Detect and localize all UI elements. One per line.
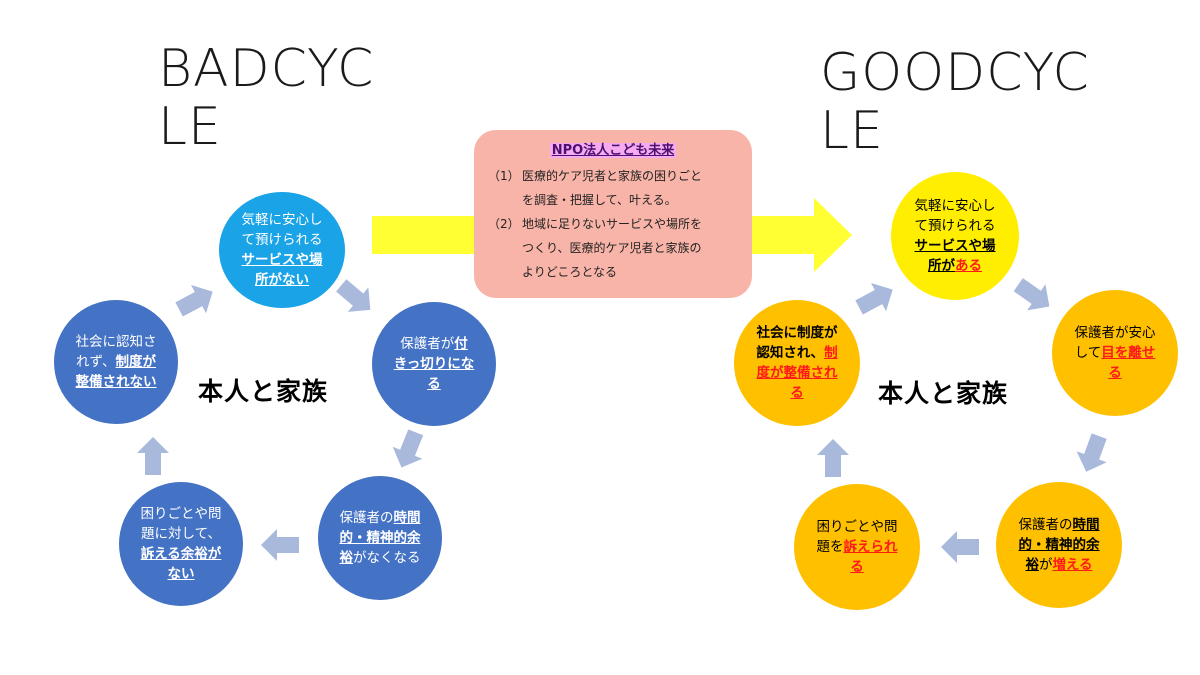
good-cycle-node-5: 社会に制度が 認知され、制 度が整備され る xyxy=(734,300,860,426)
npo-item-1: （1） 医療的ケア児者と家族の困りごと xyxy=(488,169,703,183)
good-arrow-1-to-2 xyxy=(1013,278,1050,311)
bad-arrow-1-to-2 xyxy=(336,279,371,312)
good-arrow-2-to-3 xyxy=(1076,433,1107,472)
good-cycle-title-line1: GOODCYC xyxy=(820,43,1090,103)
bad-cycle-center-label: 本人と家族 xyxy=(198,377,329,406)
good-cycle-node-3: 保護者の時間 的・精神的余 裕が増える xyxy=(996,482,1122,608)
good-cycle-node-2: 保護者が安心 して目を離せ る xyxy=(1052,290,1178,416)
bad-arrow-4-to-5 xyxy=(137,437,169,475)
bad-cycle-node-2: 保護者が付 きっ切りにな る xyxy=(372,302,496,426)
good-arrow-3-to-4 xyxy=(941,531,979,563)
bad-cycle-node-5: 社会に認知さ れず、制度が 整備されない xyxy=(54,300,178,424)
bad-cycle-node-4: 困りごとや問 題に対して、 訴える余裕が ない xyxy=(119,482,243,606)
good-cycle-node-4: 困りごとや問 題を訴えられ る xyxy=(794,484,920,610)
bad-cycle-title: BADCYC LE xyxy=(158,40,374,156)
good-cycle-center-label: 本人と家族 xyxy=(878,379,1009,408)
npo-item-2: （2） 地域に足りないサービスや場所を xyxy=(488,217,703,231)
bad-cycle-title-line2: LE xyxy=(158,97,222,157)
good-arrow-4-to-5 xyxy=(817,439,849,477)
npo-title: NPO法人こども未来 xyxy=(549,143,677,158)
good-cycle-title-line2: LE xyxy=(820,101,884,161)
bad-cycle-node-3: 保護者の時間 的・精神的余 裕がなくなる xyxy=(318,476,442,600)
bad-arrow-3-to-4 xyxy=(261,529,299,561)
good-cycle-node-1: 気軽に安心し て預けられる サービスや場 所がある xyxy=(891,172,1019,300)
npo-info-box: NPO法人こども未来 （1） 医療的ケア児者と家族の困りごと を調査・把握して、… xyxy=(474,130,752,298)
good-cycle-title: GOODCYC LE xyxy=(820,44,1090,160)
good-arrow-5-to-1 xyxy=(855,282,893,315)
bad-arrow-2-to-3 xyxy=(392,429,424,468)
bad-cycle-node-1: 気軽に安心し て預けられる サービスや場 所がない xyxy=(219,192,345,308)
bad-arrow-5-to-1 xyxy=(175,284,213,317)
bad-cycle-title-line1: BADCYC xyxy=(158,39,375,99)
